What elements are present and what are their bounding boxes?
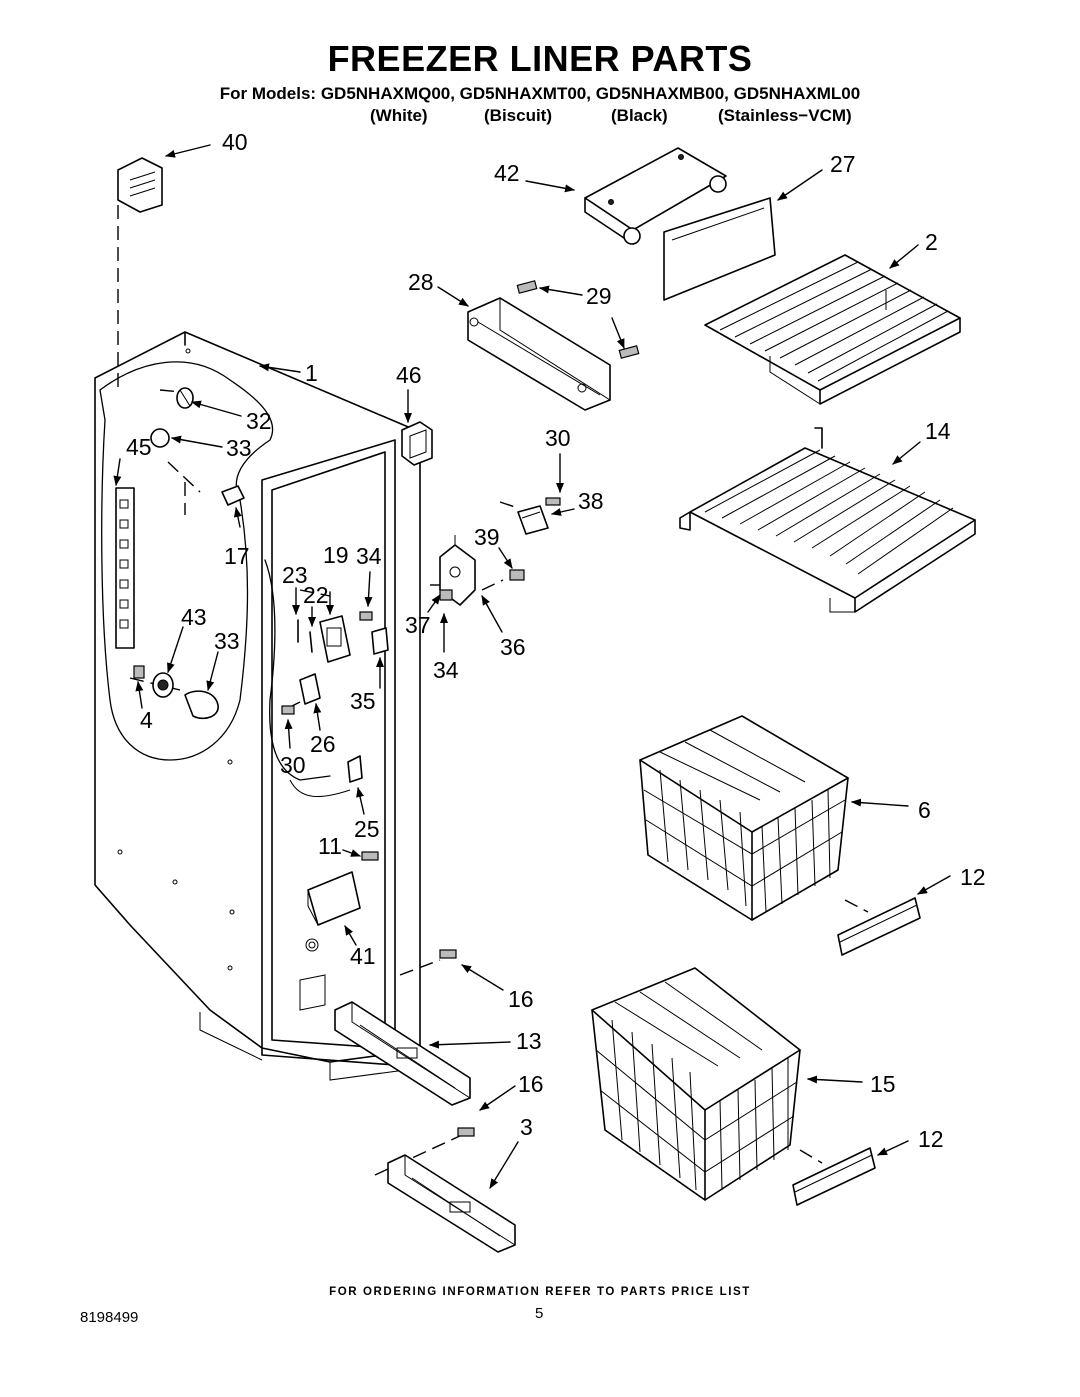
part-33-bulb-lower <box>184 690 219 720</box>
callout-12-lower: 12 <box>918 1126 944 1152</box>
finish-black: (Black) <box>611 106 668 125</box>
part-3-trim <box>387 1154 516 1253</box>
callout-16-lower: 16 <box>518 1071 544 1097</box>
callout-34-lower: 34 <box>433 657 459 683</box>
part-17-clip <box>221 485 245 506</box>
part-29-screws <box>516 280 640 359</box>
part-4-screw <box>133 665 145 679</box>
callout-29: 29 <box>586 283 612 309</box>
part-6-upper-basket <box>639 715 849 921</box>
callout-16-upper: 16 <box>508 986 534 1012</box>
part-28-bracket <box>467 297 611 411</box>
callout-45: 45 <box>126 434 152 460</box>
part-33-bulb-upper <box>150 428 170 448</box>
callout-32: 32 <box>246 408 272 434</box>
callout-33-upper: 33 <box>226 435 252 461</box>
callout-30-lower: 30 <box>280 752 306 778</box>
part-46-clip <box>401 421 433 466</box>
callout-19: 19 <box>323 542 349 568</box>
part-14-slide-shelf <box>679 427 976 613</box>
part-25-switch <box>347 755 363 783</box>
part-35-bracket <box>371 627 389 655</box>
callout-38: 38 <box>578 488 604 514</box>
part-42-bracket <box>584 147 727 245</box>
part-19-thermostat <box>319 615 351 663</box>
callout-28: 28 <box>408 269 434 295</box>
callout-27: 27 <box>830 151 856 177</box>
page-number: 5 <box>535 1305 544 1322</box>
part-30-screw-lower <box>281 705 295 715</box>
finish-white: (White) <box>370 106 428 125</box>
callout-17: 17 <box>224 543 250 569</box>
part-43-socket <box>152 672 174 698</box>
part-16-screws <box>439 949 475 1137</box>
page-title: FREEZER LINER PARTS <box>327 38 753 79</box>
part-2-wire-shelf <box>704 254 961 405</box>
part-32-socket <box>176 387 194 409</box>
part-41-housing <box>307 871 361 926</box>
callout-11: 11 <box>318 833 342 859</box>
callout-46: 46 <box>396 362 422 388</box>
part-36-housing <box>439 535 525 606</box>
part-38-switch <box>517 497 561 535</box>
callout-3: 3 <box>520 1114 533 1140</box>
callout-43: 43 <box>181 604 207 630</box>
part-34-screw-upper <box>359 611 373 621</box>
part-11-screw <box>361 851 379 861</box>
part-40-vent <box>117 157 163 213</box>
callout-4: 4 <box>140 707 153 733</box>
callout-30-upper: 30 <box>545 425 571 451</box>
callout-35: 35 <box>350 688 376 714</box>
callout-42: 42 <box>494 160 520 186</box>
callout-1: 1 <box>305 360 318 386</box>
callout-23: 23 <box>282 562 308 588</box>
callout-40: 40 <box>222 129 248 155</box>
part-27-cover <box>663 197 776 301</box>
part-22-23-pins <box>297 619 313 653</box>
finish-biscuit: (Biscuit) <box>484 106 552 125</box>
callout-14: 14 <box>925 418 951 444</box>
callout-15: 15 <box>870 1071 896 1097</box>
ordering-note: FOR ORDERING INFORMATION REFER TO PARTS … <box>329 1286 751 1298</box>
callout-26: 26 <box>310 731 336 757</box>
callout-12-upper: 12 <box>960 864 986 890</box>
part-12-basket-front-upper <box>837 897 921 956</box>
callout-13: 13 <box>516 1028 542 1054</box>
part-15-lower-basket <box>591 967 801 1201</box>
document-number: 8198499 <box>80 1309 139 1326</box>
finish-stainless: (Stainless−VCM) <box>718 106 852 125</box>
callout-6: 6 <box>918 797 931 823</box>
part-12-basket-front-lower <box>792 1147 876 1206</box>
model-list: For Models: GD5NHAXMQ00, GD5NHAXMT00, GD… <box>219 84 861 103</box>
callout-36: 36 <box>500 634 526 660</box>
callout-33-lower: 33 <box>214 628 240 654</box>
callout-2: 2 <box>925 229 938 255</box>
leader-lines <box>113 144 951 1189</box>
callout-41: 41 <box>350 943 376 969</box>
part-13-trim <box>334 1001 471 1106</box>
callout-22: 22 <box>303 582 329 608</box>
part-26-board <box>299 673 321 705</box>
callout-34-upper: 34 <box>356 543 382 569</box>
callout-37: 37 <box>405 612 431 638</box>
callout-25: 25 <box>354 816 380 842</box>
callout-39: 39 <box>474 524 500 550</box>
